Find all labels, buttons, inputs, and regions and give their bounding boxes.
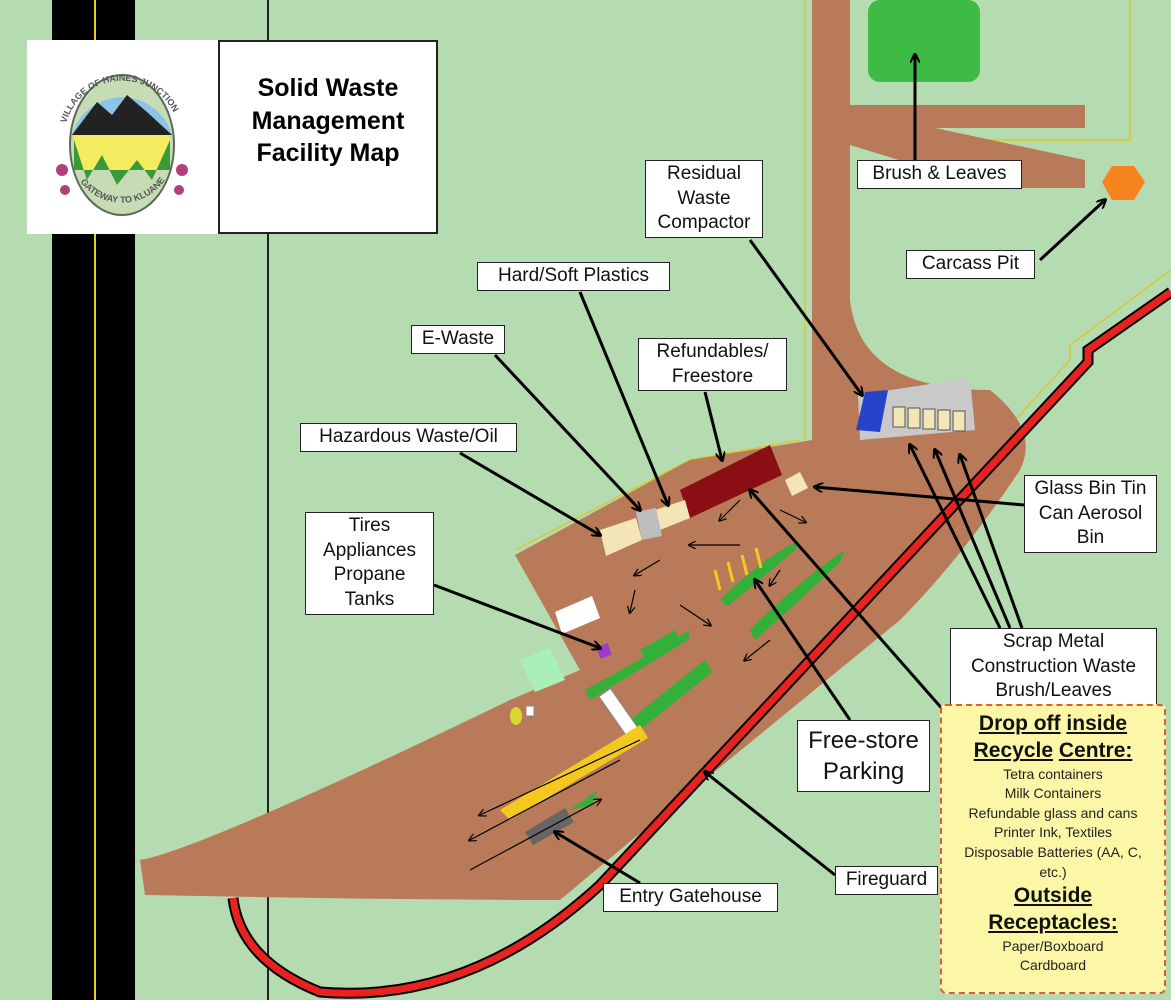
brush-area [868,0,980,82]
label-brush-leaves: Brush & Leaves [857,160,1022,189]
label-residual-waste: Residual Waste Compactor [645,160,763,239]
bush [510,707,522,725]
carcass-pit [1102,166,1145,200]
label-fireguard: Fireguard [835,866,938,895]
lease-boundary [514,0,1171,831]
arrow-hazardous [459,451,600,535]
parking-stripes [713,547,763,591]
gatehouse [525,808,574,845]
arrow-glass [815,487,1025,507]
marker-post [525,705,535,717]
arrow-scrap-1 [910,445,1002,629]
label-glass: Glass Bin Tin Can Aerosol Bin [1024,475,1157,554]
heading-centre: Centre: [1058,739,1133,763]
arrow-refundables [703,391,722,460]
heading-inside: inside [1066,712,1128,735]
arrow-tires [433,583,600,648]
outside-item: Paper/Boxboard [1002,937,1104,954]
label-ewaste: E-Waste [411,325,505,354]
ewaste-shed [636,508,662,540]
arrow-fireguard [705,772,836,877]
heading-drop-off: Drop off [978,712,1061,735]
inside-item: Refundable glass and cans [968,804,1138,821]
outside-pad [520,648,565,692]
arrow-scrap-3 [960,455,1024,629]
label-scrap: Scrap Metal Construction Waste Brush/Lea… [950,628,1157,707]
refundables-building [680,445,782,518]
scale-lane [500,725,648,820]
village-logo: VILLAGE OF HAINES JUNCTION GATEWAY TO KL… [27,40,218,234]
inside-item: Milk Containers [1004,785,1102,802]
inside-item: Printer Ink, Textiles [993,824,1112,841]
label-parking: Free-store Parking [797,720,930,793]
label-plastics: Hard/Soft Plastics [477,262,670,291]
outside-heading: Outside Receptacles: [988,884,1118,935]
arrow-compactor [748,239,862,395]
outside-item: Cardboard [1019,957,1087,974]
label-tires: Tires Appliances Propane Tanks [305,512,434,615]
arrow-recycle [750,490,947,713]
heading-recycle: Recycle [973,739,1054,763]
arrow-scrap-2 [935,450,1012,629]
access-road [140,0,1085,900]
recycle-info-box: Drop off inside Recycle Centre: Tetra co… [940,704,1166,994]
tires-area [555,596,600,634]
arrow-carcass [1038,200,1105,262]
label-refundables: Refundables/ Freestore [638,338,787,392]
page-title: Solid Waste Management Facility Map [251,74,405,167]
label-hazardous: Hazardous Waste/Oil [300,423,517,452]
label-carcass-pit: Carcass Pit [906,250,1035,279]
residual-compactor [856,390,888,432]
glass-bins [785,472,808,496]
label-gatehouse: Entry Gatehouse [603,883,778,912]
inside-item: Tetra containers [1003,765,1103,782]
traffic-arrows [470,499,805,871]
inside-item: Disposable Batteries (AA, C, etc.) [964,843,1142,880]
arrow-parking [755,580,852,721]
arrow-plastics [578,291,668,505]
village-crest-icon: VILLAGE OF HAINES JUNCTION GATEWAY TO KL… [56,73,188,216]
arrow-gatehouse [555,832,641,885]
arrow-ewaste [493,353,640,510]
title-box: Solid Waste Management Facility Map [218,40,438,234]
compactor-bins [892,406,966,432]
hazardous-shed [600,518,642,556]
